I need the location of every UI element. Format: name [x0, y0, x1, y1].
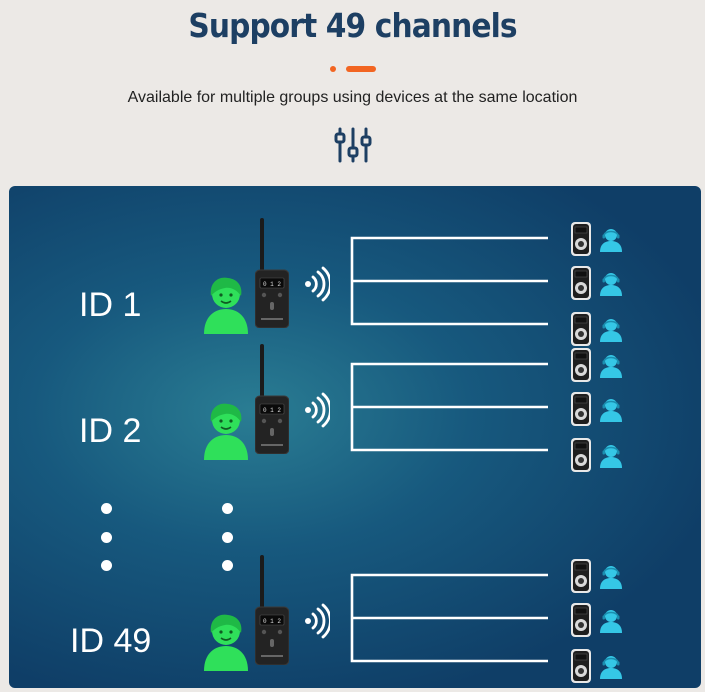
- ellipsis-dot: [101, 503, 112, 514]
- guide-person-icon: [201, 400, 251, 460]
- listener-person-icon: [599, 228, 623, 252]
- wireless-signal-icon: [304, 603, 330, 639]
- listener-person-icon: [599, 272, 623, 296]
- listener-person-icon: [599, 444, 623, 468]
- ellipsis-dot: [222, 560, 233, 571]
- channel-branch-lines: [350, 236, 548, 326]
- receiver-device-icon: [571, 392, 591, 426]
- receiver-device-icon: [571, 348, 591, 382]
- listener-person-icon: [599, 354, 623, 378]
- ellipsis-dot: [222, 532, 233, 543]
- listener-person-icon: [599, 398, 623, 422]
- group-id-label: ID 2: [79, 412, 142, 450]
- receiver-device-icon: [571, 559, 591, 593]
- ellipsis-dot: [222, 503, 233, 514]
- receiver-device-icon: [571, 438, 591, 472]
- receiver-device-icon: [571, 603, 591, 637]
- receiver-device-icon: [571, 222, 591, 256]
- guide-person-icon: [201, 611, 251, 671]
- guide-person-icon: [201, 274, 251, 334]
- wireless-signal-icon: [304, 392, 330, 428]
- wireless-signal-icon: [304, 266, 330, 302]
- listener-person-icon: [599, 609, 623, 633]
- listener-person-icon: [599, 565, 623, 589]
- receiver-device-icon: [571, 312, 591, 346]
- channel-branch-lines: [350, 362, 548, 452]
- channel-branch-lines: [350, 573, 548, 663]
- group-id-label: ID 1: [79, 286, 142, 324]
- sliders-icon: [334, 126, 372, 169]
- group-id-label: ID 49: [70, 622, 152, 660]
- receiver-device-icon: [571, 649, 591, 683]
- transmitter-device-icon: [255, 344, 289, 454]
- listener-person-icon: [599, 655, 623, 679]
- transmitter-device-icon: [255, 555, 289, 665]
- receiver-device-icon: [571, 266, 591, 300]
- transmitter-device-icon: [255, 218, 289, 328]
- listener-person-icon: [599, 318, 623, 342]
- page-subtitle: Available for multiple groups using devi…: [127, 89, 578, 106]
- ellipsis-dot: [101, 560, 112, 571]
- page-title: Support 49 channels: [188, 6, 517, 45]
- ellipsis-dot: [101, 532, 112, 543]
